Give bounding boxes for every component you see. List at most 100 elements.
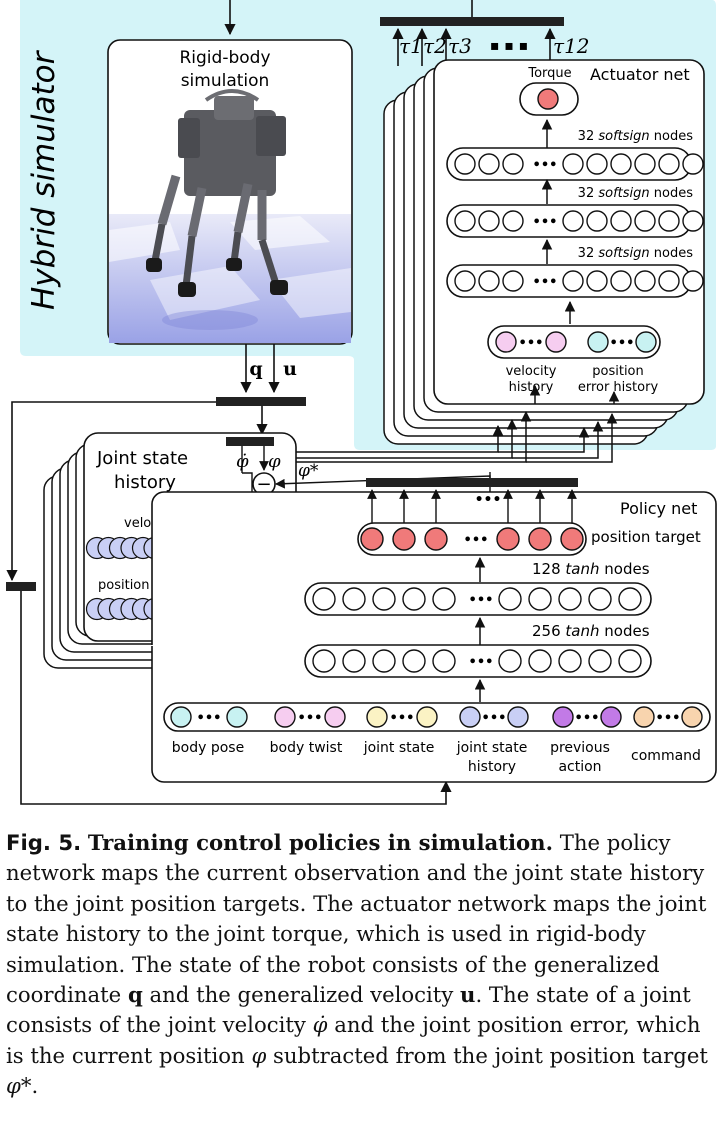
policy-input-joint-state-history-ellipsis: ••• (482, 711, 507, 726)
joint-state-bus-bar (226, 437, 274, 446)
actuator-layer-3-node (658, 270, 680, 292)
training-diagram: Hybrid simulator Rigid-body simulation q… (6, 0, 717, 805)
torque-output-node (537, 88, 559, 110)
caption-text-1: The policy network maps the current obse… (6, 830, 707, 1008)
policy-hidden-layer-2-node (498, 649, 522, 673)
actuator-output-label: Torque (527, 66, 571, 81)
torque-label-tau1: τ1 (399, 34, 423, 58)
policy-hidden-layer-2-ellipsis: ••• (469, 655, 494, 670)
caption-text-2: and the generalized velocity (149, 982, 454, 1008)
actuator-layer-1-ellipsis: ••• (533, 158, 558, 173)
actuator-layer-2-ellipsis: ••• (533, 215, 558, 230)
policy-hidden-layer-1-node (312, 587, 336, 611)
position-target-node (360, 527, 384, 551)
torque-label-tau2: τ2 (423, 34, 447, 58)
robot-render (109, 89, 351, 343)
policy-hidden-layer-2: ••• (304, 644, 652, 678)
actuator-layer-1-node (682, 153, 704, 175)
policy-output-label: position target (591, 528, 701, 546)
caption-phistar: φ* (6, 1073, 32, 1099)
caption-text-3: . The state of a joint consists of the j… (6, 982, 691, 1038)
policy-input-joint-state-history-node (507, 706, 529, 728)
policy-hidden-layer-1-node (588, 587, 612, 611)
state-u-label: u (283, 358, 297, 380)
actuator-layer-3-node (562, 270, 584, 292)
policy-input-body-pose-node (170, 706, 192, 728)
policy-output-arrows: ••• (367, 489, 577, 523)
phi-label: φ (268, 451, 281, 472)
state-bus-bar (216, 397, 306, 406)
caption-phidot: φ̇ (312, 1012, 328, 1038)
policy-input-layer: •••body pose•••body twist•••joint state•… (163, 702, 711, 775)
policy-hidden-layer-1-node (528, 587, 552, 611)
actuator-layer-2-node (454, 210, 476, 232)
policy-input-joint-state-node (416, 706, 438, 728)
actuator-layer-2-label: 32 softsign nodes (578, 186, 694, 201)
actuator-layer-2-node (562, 210, 584, 232)
actuator-layer-2-node (586, 210, 608, 232)
actuator-layer-1-node (586, 153, 608, 175)
actuator-layer-1-node (634, 153, 656, 175)
actuator-layer-1-node (502, 153, 524, 175)
policy-output-bus-bar (366, 478, 578, 487)
actuator-layer-1-node (454, 153, 476, 175)
actuator-layer-1-node (478, 153, 500, 175)
caption-phi: φ (251, 1042, 267, 1068)
policy-input-command-node (681, 706, 703, 728)
policy-hidden-layer-1-node (402, 587, 426, 611)
caption-headline: Training control policies in simulation. (87, 830, 553, 855)
position-target-node (424, 527, 448, 551)
policy-input-command-ellipsis: ••• (656, 711, 681, 726)
policy-hidden-layer-2-node (588, 649, 612, 673)
policy-input-joint-state-node (366, 706, 388, 728)
actuator-layer-3-node (682, 270, 704, 292)
observation-bus-bar (6, 582, 36, 591)
policy-input-previous-action-label: action (558, 759, 601, 775)
policy-hidden-layer-1: ••• (304, 582, 652, 616)
actuator-layer-2-node (478, 210, 500, 232)
actuator-layer-1: ••• (446, 147, 704, 181)
policy-output-ellipsis: ••• (464, 533, 489, 548)
policy-input-joint-state-history-label: joint state (456, 740, 528, 756)
policy-hidden-layer-2-node (342, 649, 366, 673)
position-error-history-node (635, 331, 657, 353)
subtract-symbol: − (256, 474, 271, 495)
svg-text:•••: ••• (475, 492, 502, 508)
policy-hidden-layer-2-node (372, 649, 396, 673)
state-to-policy-wire (6, 401, 216, 582)
actuator-input-ellipsis: ••• (519, 336, 544, 351)
policy-input-joint-state-label: joint state (363, 740, 435, 756)
actuator-layer-3-node (610, 270, 632, 292)
actuator-input-label-velocity-history: velocity (506, 364, 557, 379)
policy-input-joint-state-ellipsis: ••• (390, 711, 415, 726)
policy-input-body-pose-ellipsis: ••• (197, 711, 222, 726)
actuator-layer-3-label: 32 softsign nodes (578, 246, 694, 261)
policy-input-previous-action-label: previous (550, 740, 610, 756)
joint-history-to-actuator-wires (296, 410, 618, 463)
observation-to-policy-wire (20, 591, 452, 805)
actuator-layer-1-label: 32 softsign nodes (578, 129, 694, 144)
actuator-layer-3-node (478, 270, 500, 292)
policy-hidden-layer-2-node (432, 649, 456, 673)
velocity-history-node (495, 331, 517, 353)
actuator-layer-3-node (502, 270, 524, 292)
policy-hidden-layer-1-label: 128 tanh nodes (532, 560, 650, 578)
caption-u: u (460, 982, 476, 1008)
joint-state-history-title-line2: history (114, 472, 176, 493)
actuator-layer-2-node (682, 210, 704, 232)
actuator-layer-2-node (634, 210, 656, 232)
policy-hidden-layer-1-node (432, 587, 456, 611)
actuator-layer-3-node (634, 270, 656, 292)
position-target-node (560, 527, 584, 551)
policy-hidden-layer-1-node (498, 587, 522, 611)
actuator-hidden-layers: ••• 32 softsign nodes ••• 32 softsign nodes… (446, 129, 704, 298)
policy-input-body-twist-label: body twist (270, 740, 343, 756)
caption-text-6: . (31, 1073, 39, 1099)
position-target-node (528, 527, 552, 551)
policy-hidden-layer-1-node (618, 587, 642, 611)
torque-label-tau3: τ3 (448, 34, 472, 58)
state-q-label: q (249, 358, 262, 380)
torque-bus-bar (380, 17, 564, 26)
policy-hidden-layer-1-ellipsis: ••• (469, 593, 494, 608)
